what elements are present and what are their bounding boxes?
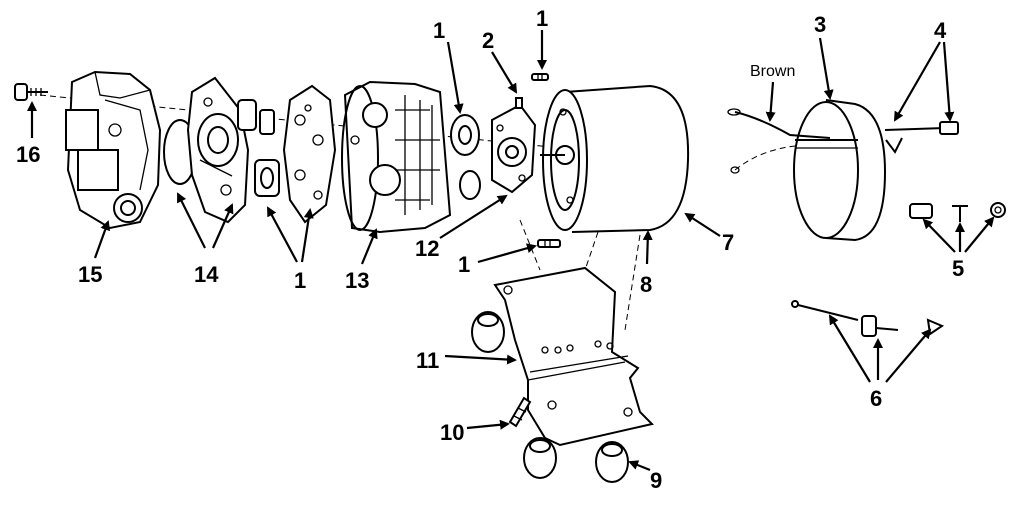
piston-bearing-stack — [237, 99, 280, 197]
wire-harness — [727, 108, 959, 174]
part-9-rubber-foot-c — [595, 441, 629, 483]
small-screw-top — [531, 73, 549, 81]
part-16-screw — [14, 83, 48, 101]
callout-6: 6 — [870, 386, 882, 411]
callout-4: 4 — [934, 18, 947, 43]
callout-10: 10 — [440, 420, 464, 445]
part-13-finned-housing — [341, 80, 452, 234]
callout-13: 13 — [345, 268, 369, 293]
part-10-screw — [508, 396, 532, 428]
part-5-hardware — [909, 202, 1006, 222]
callout-1-top: 1 — [433, 18, 445, 43]
leader-arrows — [27, 30, 995, 472]
callout-15: 15 — [78, 262, 102, 287]
motor-mount-screw — [537, 239, 561, 248]
part-15-pump-housing — [65, 70, 162, 230]
callout-3: 3 — [814, 12, 826, 37]
part-14-valve-assembly — [186, 76, 250, 224]
set-screw — [515, 97, 523, 109]
callout-14: 14 — [194, 262, 219, 287]
wire-label-brown: Brown — [750, 63, 795, 80]
callout-1-screw: 1 — [536, 6, 548, 31]
callout-1-left: 1 — [294, 268, 306, 293]
callout-12: 12 — [415, 236, 439, 261]
callout-1-lower: 1 — [458, 252, 470, 277]
part-12-bearing-bracket — [450, 103, 537, 200]
part-11-mounting-bracket — [493, 266, 654, 447]
part-1-wobble-plate — [282, 84, 337, 224]
part-6-hardware — [791, 300, 945, 337]
part-8-motor — [540, 84, 690, 233]
callout-9: 9 — [650, 468, 662, 493]
callout-8: 8 — [640, 272, 652, 297]
callout-5: 5 — [952, 256, 964, 281]
part-3-capacitor — [793, 99, 887, 242]
callout-7: 7 — [722, 230, 734, 255]
part-9-rubber-foot-b — [523, 437, 557, 479]
part-9-rubber-foot-a — [471, 311, 505, 353]
alignment-lines — [519, 219, 641, 331]
callout-11: 11 — [416, 348, 439, 373]
callout-2: 2 — [482, 28, 494, 53]
callout-16: 16 — [16, 142, 40, 167]
